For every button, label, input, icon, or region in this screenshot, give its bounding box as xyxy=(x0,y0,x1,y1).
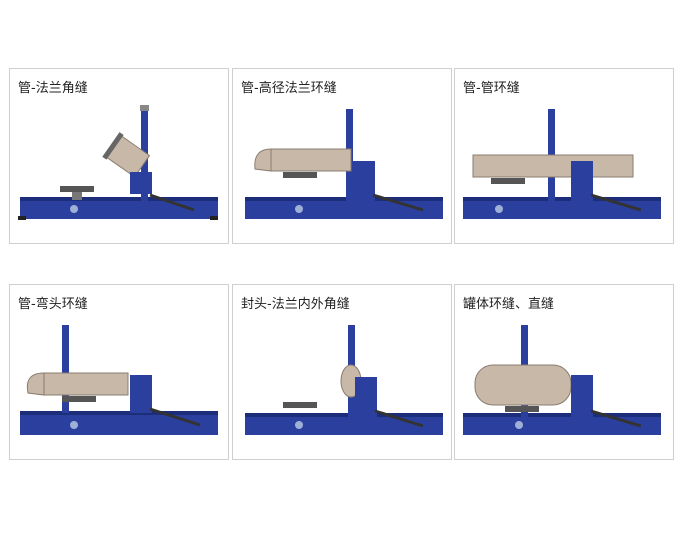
support-stand xyxy=(283,402,317,408)
welding-machine-illustration xyxy=(18,105,218,220)
panel-pipe-pipe-circumferential: 管-管环缝 xyxy=(454,68,674,244)
panel-caption: 管-弯头环缝 xyxy=(18,297,88,312)
control-rail xyxy=(149,193,195,212)
welding-machine-illustration xyxy=(463,325,661,435)
welding-machine-illustration xyxy=(20,325,218,435)
support-stand xyxy=(62,396,96,402)
welding-machine-illustration xyxy=(245,109,443,219)
panel-pipe-high-neck-flange: 管-高径法兰环缝 xyxy=(232,68,452,244)
machine-base xyxy=(463,413,661,435)
support-stand xyxy=(505,406,539,412)
panel-tank-circumferential-longitudinal: 罐体环缝、直缝 xyxy=(454,284,674,460)
rotator-head xyxy=(571,375,593,417)
rotator-head xyxy=(355,377,377,417)
panel-caption: 管-高径法兰环缝 xyxy=(241,81,337,96)
panel-head-flange-fillet: 封头-法兰内外角缝 xyxy=(232,284,452,460)
support-stand xyxy=(60,186,94,200)
control-rail xyxy=(149,407,201,427)
welding-machine-illustration xyxy=(245,325,443,435)
panel-pipe-flange-fillet: 管-法兰角缝 xyxy=(9,68,229,244)
workpiece-bent-pipe xyxy=(254,148,352,172)
support-stand xyxy=(283,172,317,178)
rotator-head xyxy=(571,161,593,201)
rotator-head xyxy=(130,172,152,194)
panel-caption: 管-管环缝 xyxy=(463,81,520,96)
column xyxy=(62,325,69,413)
machine-base xyxy=(18,197,218,220)
control-rail xyxy=(590,409,642,428)
rotator-head xyxy=(130,375,152,413)
panel-caption: 罐体环缝、直缝 xyxy=(463,297,555,312)
panel-caption: 管-法兰角缝 xyxy=(18,81,88,96)
workpiece-elbow-pipe xyxy=(26,372,129,396)
panel-pipe-elbow-circumferential: 管-弯头环缝 xyxy=(9,284,229,460)
control-rail xyxy=(372,193,424,212)
workpiece-tilted-flange xyxy=(102,132,151,178)
machine-base xyxy=(463,197,661,219)
welding-machine-illustration xyxy=(463,109,661,219)
workpiece-long-pipe xyxy=(472,154,634,178)
machine-base xyxy=(245,413,443,435)
workpiece-tank xyxy=(474,364,572,406)
control-rail xyxy=(590,193,642,212)
support-stand xyxy=(491,178,525,184)
machine-base xyxy=(20,411,218,435)
machine-base xyxy=(245,197,443,219)
rotator-head xyxy=(353,161,375,201)
control-rail xyxy=(374,409,424,428)
panel-caption: 封头-法兰内外角缝 xyxy=(241,297,350,312)
